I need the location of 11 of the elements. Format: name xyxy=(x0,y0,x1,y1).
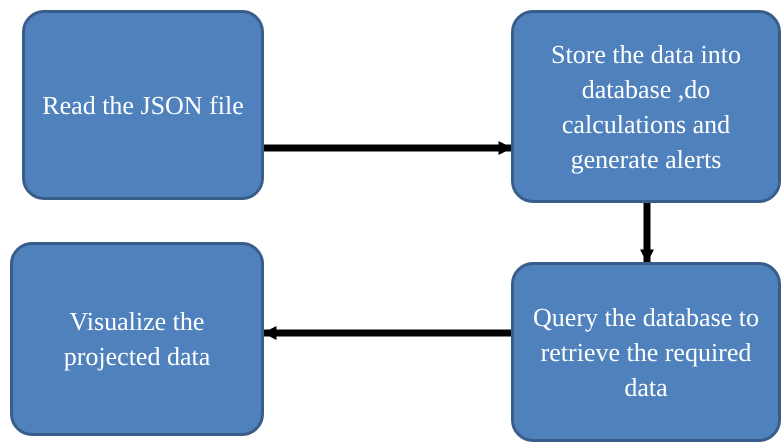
box-text: Query the database to retrieve the required data xyxy=(532,302,760,404)
process-box xyxy=(10,242,264,436)
process-box xyxy=(511,10,781,203)
box-text: Store the data into database ,do calculations and generate alerts xyxy=(550,38,742,176)
arrow xyxy=(264,141,512,155)
process-box xyxy=(511,262,781,442)
box-text: Visualize the projected data xyxy=(62,306,212,373)
process-box xyxy=(22,10,264,200)
arrow xyxy=(640,203,654,264)
arrow xyxy=(262,326,511,340)
box-text: Read the JSON file xyxy=(42,90,244,122)
